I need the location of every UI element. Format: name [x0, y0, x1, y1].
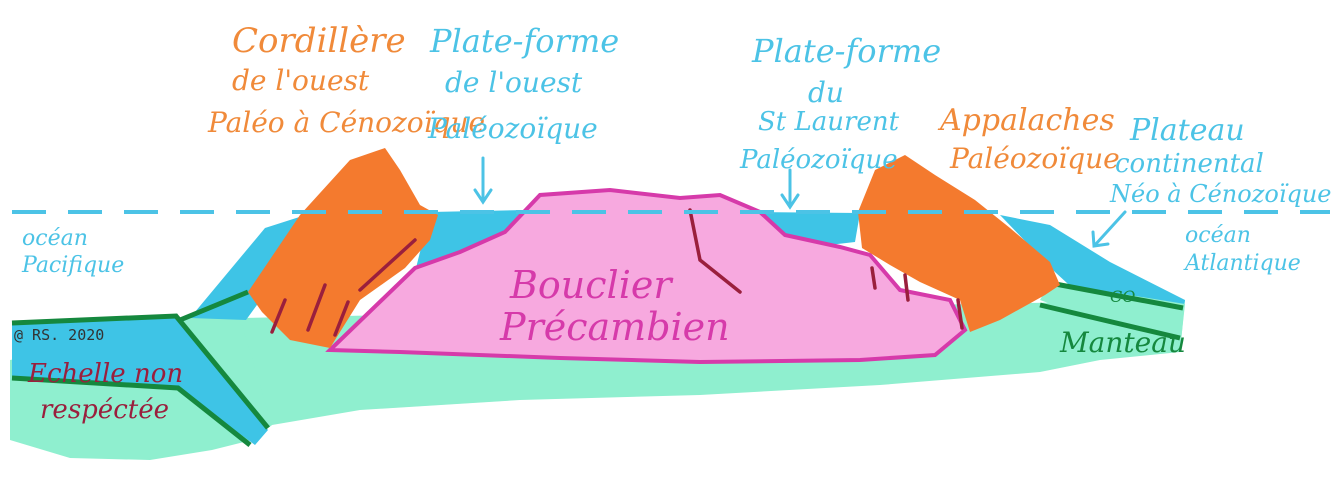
- st-lawrence-line-4: Paléozoïque: [739, 145, 898, 175]
- label-mantle: Manteau: [1059, 326, 1186, 359]
- st-lawrence-line-1: Plate-forme: [751, 32, 941, 70]
- shield-line-2: Précambien: [499, 305, 730, 349]
- western-platform-line-3: Paléozoïque: [427, 112, 598, 145]
- label-pacific-ocean: océan Pacifique: [21, 226, 124, 278]
- western-platform-line-1: Plate-forme: [429, 22, 619, 60]
- st-lawrence-line-3: St Laurent: [758, 107, 900, 137]
- atlantic-line-1: océan: [1185, 223, 1251, 248]
- arrow-continental-shelf: [1093, 212, 1125, 246]
- scale-line-1: Echelle non: [27, 359, 183, 389]
- label-appalachians: Appalaches Paléozoïque: [937, 103, 1120, 175]
- shelf-line-3: Néo à Cénozoïque: [1109, 180, 1331, 208]
- shelf-line-1: Plateau: [1129, 113, 1245, 148]
- label-continental-shelf: Plateau continental Néo à Cénozoïque: [1109, 113, 1331, 208]
- cordillera-line-2: de l'ouest: [232, 64, 370, 97]
- label-atlantic-ocean: océan Atlantique: [1183, 223, 1301, 276]
- appalachians-line-2: Paléozoïque: [949, 142, 1120, 175]
- label-crust-co: CO: [1110, 287, 1135, 306]
- shelf-line-2: continental: [1115, 149, 1264, 179]
- label-st-lawrence: Plate-forme du St Laurent Paléozoïque: [739, 32, 941, 175]
- pacific-line-1: océan: [22, 226, 88, 251]
- arrow-western-platform: [475, 158, 491, 202]
- st-lawrence-line-2: du: [808, 76, 844, 109]
- shield-line-1: Bouclier: [509, 263, 674, 307]
- atlantic-line-2: Atlantique: [1183, 251, 1301, 276]
- cordillera-line-1: Cordillère: [232, 21, 406, 61]
- scale-line-2: respéctée: [40, 395, 169, 425]
- western-platform-line-2: de l'ouest: [445, 66, 583, 99]
- copyright-note: @ RS. 2020: [14, 326, 104, 344]
- pacific-line-2: Pacifique: [21, 253, 124, 278]
- appalachians-line-1: Appalaches: [937, 103, 1115, 138]
- label-western-platform: Plate-forme de l'ouest Paléozoïque: [427, 22, 619, 145]
- arrow-st-lawrence: [782, 170, 798, 207]
